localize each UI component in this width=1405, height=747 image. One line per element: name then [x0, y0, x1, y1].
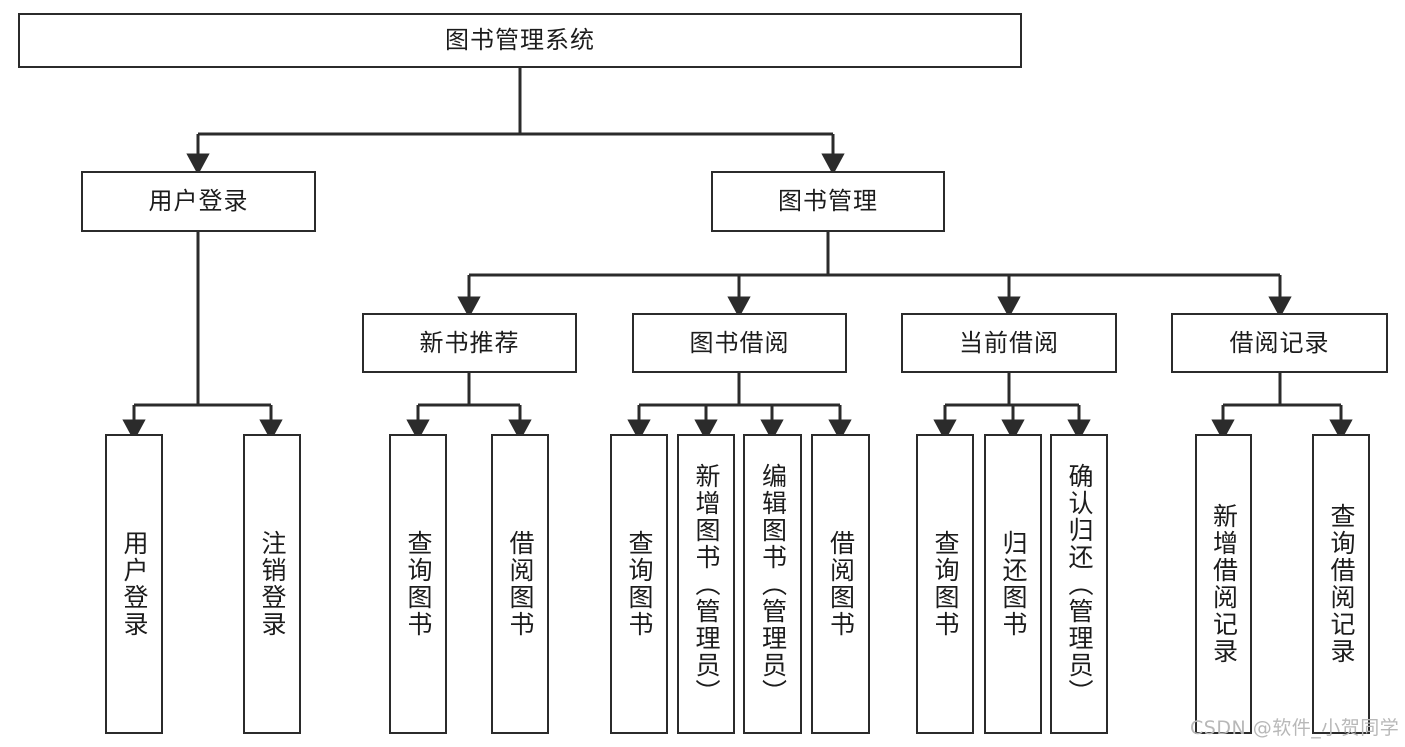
node-label: 新书推荐 — [419, 328, 520, 357]
node-label: 确认归还（管理员） — [1065, 462, 1094, 706]
node-book-management[interactable]: 图书管理 — [711, 171, 945, 232]
node-leaf-logout[interactable]: 注销登录 — [243, 434, 301, 734]
node-leaf-user-login[interactable]: 用户登录 — [105, 434, 163, 734]
node-label: 注销登录 — [258, 530, 287, 638]
node-label: 查询借阅记录 — [1327, 503, 1356, 665]
node-label: 借阅图书 — [506, 530, 535, 638]
node-current-borrow[interactable]: 当前借阅 — [901, 313, 1117, 373]
node-leaf-add-borrow-record[interactable]: 新增借阅记录 — [1195, 434, 1252, 734]
node-label: 查询图书 — [625, 530, 654, 638]
node-label: 图书借阅 — [689, 328, 790, 357]
node-user-login[interactable]: 用户登录 — [81, 171, 316, 232]
node-leaf-query-book-borrow[interactable]: 查询图书 — [610, 434, 668, 734]
node-label: 查询图书 — [931, 530, 960, 638]
node-borrow-record[interactable]: 借阅记录 — [1171, 313, 1388, 373]
node-label: 新增图书（管理员） — [692, 462, 721, 706]
node-label: 查询图书 — [404, 530, 433, 638]
node-label: 当前借阅 — [959, 328, 1059, 357]
node-leaf-borrow-book-recommendation[interactable]: 借阅图书 — [491, 434, 549, 734]
node-label: 借阅图书 — [826, 530, 856, 638]
node-label: 归还图书 — [999, 530, 1028, 638]
node-leaf-edit-book-admin[interactable]: 编辑图书（管理员） — [743, 434, 802, 734]
node-leaf-add-book-admin[interactable]: 新增图书（管理员） — [677, 434, 735, 734]
node-book-borrow[interactable]: 图书借阅 — [632, 313, 847, 373]
node-label: 编辑图书（管理员） — [758, 462, 788, 706]
node-leaf-query-book-current[interactable]: 查询图书 — [916, 434, 974, 734]
node-leaf-confirm-return-admin[interactable]: 确认归还（管理员） — [1050, 434, 1108, 734]
node-label: 借阅记录 — [1229, 328, 1330, 357]
node-label: 用户登录 — [120, 530, 149, 638]
node-label: 图书管理系统 — [445, 26, 595, 55]
node-label: 图书管理 — [778, 187, 878, 216]
watermark: CSDN @软件_小贺同学 — [1190, 717, 1400, 739]
node-label: 新增借阅记录 — [1209, 503, 1239, 665]
node-root-book-management-system[interactable]: 图书管理系统 — [18, 13, 1022, 68]
node-label: 用户登录 — [148, 187, 249, 216]
node-leaf-borrow-book[interactable]: 借阅图书 — [811, 434, 870, 734]
node-new-book-recommendation[interactable]: 新书推荐 — [362, 313, 577, 373]
node-leaf-return-book[interactable]: 归还图书 — [984, 434, 1042, 734]
node-leaf-query-book-recommendation[interactable]: 查询图书 — [389, 434, 447, 734]
node-leaf-query-borrow-record[interactable]: 查询借阅记录 — [1312, 434, 1370, 734]
